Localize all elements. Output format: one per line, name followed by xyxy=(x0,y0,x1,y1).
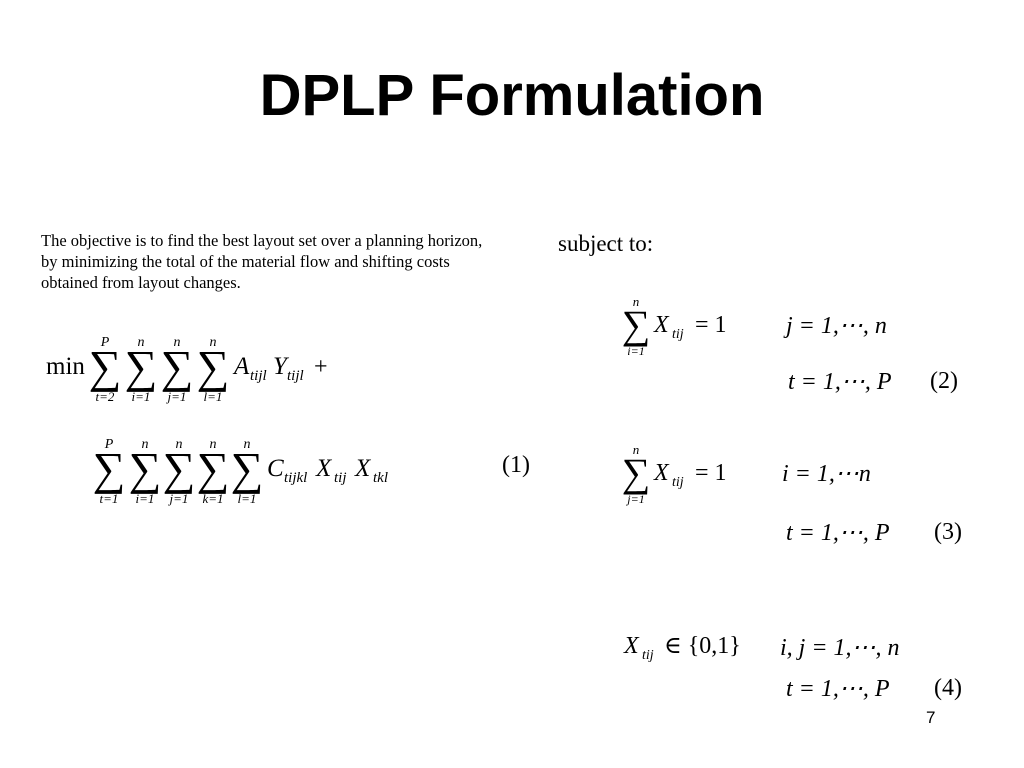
equation-number-4: (4) xyxy=(934,675,962,701)
term-base: X xyxy=(653,312,670,338)
intro-line: The objective is to find the best layout… xyxy=(41,231,483,250)
constraint-4-condition-1: i, j = 1,⋯, n xyxy=(780,635,900,661)
term-subscript: tij xyxy=(672,327,684,342)
constraint-2-condition-1: j = 1,⋯, n xyxy=(786,313,887,339)
term-base: X xyxy=(354,455,372,482)
objective-row-1: min P ∑ t=2 n ∑ i=1 n ∑ j=1 n ∑ l=1 A ti… xyxy=(44,330,344,410)
constraint-rhs: = 1 xyxy=(695,312,727,338)
sum-lower-limit: i=1 xyxy=(132,389,151,404)
page-number: 7 xyxy=(926,708,936,727)
term-base: Y xyxy=(273,353,290,380)
term-subscript: tkl xyxy=(373,470,388,486)
term-base: A xyxy=(232,353,250,380)
sum-upper-limit: n xyxy=(633,442,640,457)
term-subscript: tij xyxy=(642,648,654,663)
sum-lower-limit: i=1 xyxy=(136,491,155,506)
constraint-4-lhs: X tij ∈ {0,1} xyxy=(623,628,764,668)
equation-number-1: (1) xyxy=(502,452,530,478)
sigma-icon: ∑ xyxy=(129,443,162,494)
objective-row-2: P ∑ t=1 n ∑ i=1 n ∑ j=1 n ∑ k=1 n ∑ l=1 … xyxy=(90,432,410,512)
constraint-2-lhs: n ∑ i=1 X tij = 1 xyxy=(620,292,740,368)
sigma-icon: ∑ xyxy=(163,443,196,494)
term-subscript: tijl xyxy=(250,368,267,384)
term-base: X xyxy=(653,460,670,486)
sigma-icon: ∑ xyxy=(231,443,264,494)
sum-lower-limit: j=1 xyxy=(168,491,189,506)
constraint-3-condition-2: t = 1,⋯, P xyxy=(786,520,890,546)
sum-lower-limit: t=1 xyxy=(100,491,119,506)
sum-lower-limit: t=2 xyxy=(96,389,115,404)
sum-upper-limit: n xyxy=(633,294,640,309)
sum-upper-limit: n xyxy=(210,335,217,350)
sum-upper-limit: n xyxy=(138,335,145,350)
sigma-icon: ∑ xyxy=(89,341,122,392)
sum-upper-limit: P xyxy=(104,437,114,452)
constraint-3-condition-1: i = 1,⋯n xyxy=(782,461,871,487)
sigma-icon: ∑ xyxy=(622,302,651,347)
sigma-icon: ∑ xyxy=(622,450,651,495)
sigma-icon: ∑ xyxy=(197,341,230,392)
term-subscript: tijkl xyxy=(284,470,307,486)
sum-upper-limit: n xyxy=(142,437,149,452)
term-base: C xyxy=(267,455,284,482)
sum-lower-limit: i=1 xyxy=(627,344,644,358)
term-base: X xyxy=(623,633,640,659)
sum-upper-limit: P xyxy=(100,335,110,350)
sum-lower-limit: l=1 xyxy=(204,389,223,404)
term-subscript: tijl xyxy=(287,368,304,384)
term-subscript: tij xyxy=(334,470,347,486)
intro-paragraph: The objective is to find the best layout… xyxy=(41,230,551,293)
sigma-icon: ∑ xyxy=(93,443,126,494)
sigma-icon: ∑ xyxy=(161,341,194,392)
intro-line: obtained from layout changes. xyxy=(41,273,241,292)
sum-lower-limit: j=1 xyxy=(166,389,187,404)
plus-sign: + xyxy=(314,354,328,380)
min-label: min xyxy=(46,353,85,380)
subject-to-label: subject to: xyxy=(558,231,654,256)
equation-number-2: (2) xyxy=(930,368,958,394)
sum-lower-limit: k=1 xyxy=(202,491,223,506)
sum-lower-limit: j=1 xyxy=(625,492,644,506)
constraint-4-condition-2: t = 1,⋯, P xyxy=(786,676,890,702)
intro-line: by minimizing the total of the material … xyxy=(41,252,450,271)
term-base: X xyxy=(315,455,333,482)
sigma-icon: ∑ xyxy=(197,443,230,494)
sum-upper-limit: n xyxy=(174,335,181,350)
sigma-icon: ∑ xyxy=(125,341,158,392)
sum-upper-limit: n xyxy=(244,437,251,452)
constraint-2-condition-2: t = 1,⋯, P xyxy=(788,369,892,395)
sum-upper-limit: n xyxy=(210,437,217,452)
constraint-rhs: = 1 xyxy=(695,460,727,486)
sum-lower-limit: l=1 xyxy=(238,491,257,506)
equation-number-3: (3) xyxy=(934,519,962,545)
constraint-rhs: ∈ {0,1} xyxy=(664,633,741,659)
constraint-3-lhs: n ∑ j=1 X tij = 1 xyxy=(620,440,740,516)
term-subscript: tij xyxy=(672,475,684,490)
sum-upper-limit: n xyxy=(176,437,183,452)
slide-title: DPLP Formulation xyxy=(259,63,765,128)
